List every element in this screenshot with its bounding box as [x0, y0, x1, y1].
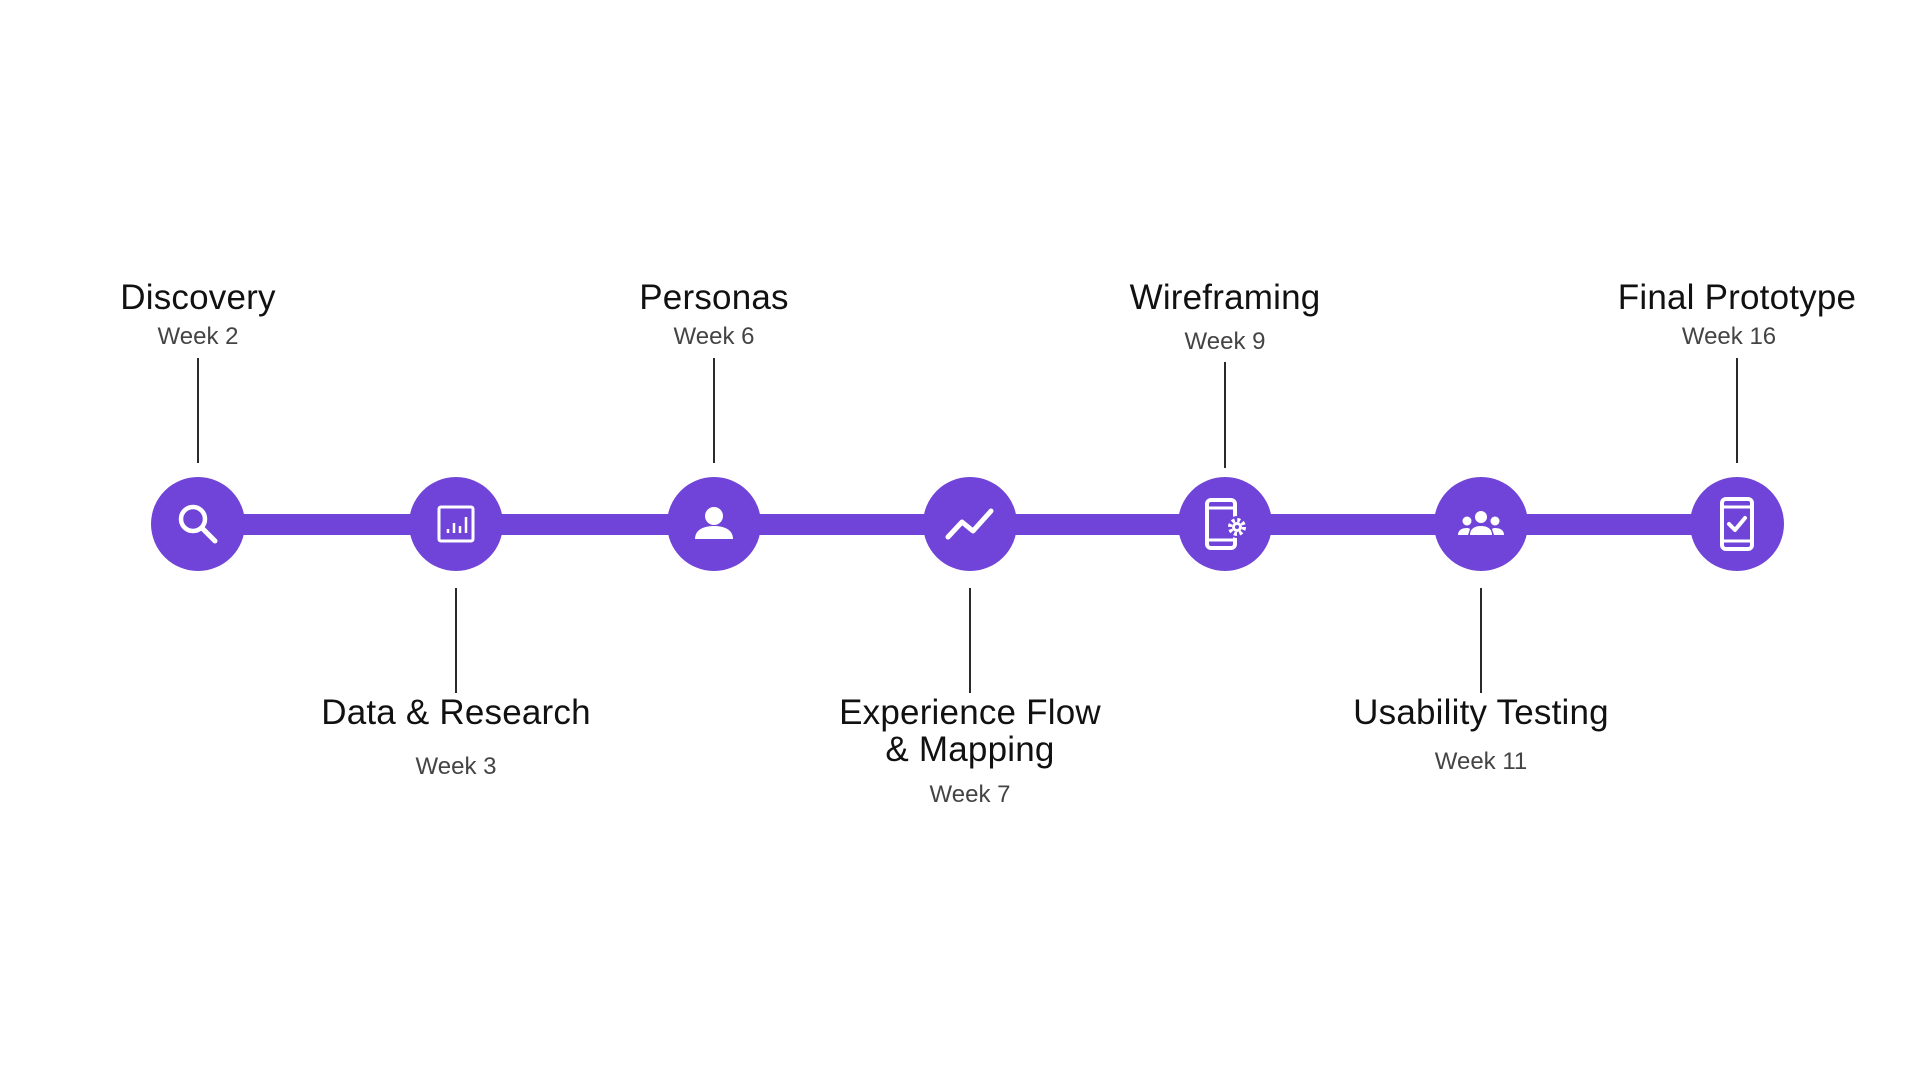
milestone-week: Week 6: [673, 323, 755, 350]
milestone-node-final-prototype: [1690, 477, 1784, 571]
milestone-week: Week 3: [415, 753, 497, 780]
milestone-week: Week 7: [929, 781, 1011, 808]
connector-line: [1736, 358, 1738, 463]
milestone-title: Wireframing: [1129, 278, 1321, 317]
group-icon: [1458, 511, 1504, 535]
connector-line: [713, 358, 715, 463]
connector-line: [1480, 588, 1482, 693]
milestone-week: Week 2: [157, 323, 239, 350]
milestone-node-usability-testing: [1434, 477, 1528, 571]
milestone-week: Week 9: [1184, 328, 1266, 355]
milestone-node-wireframing: [1178, 477, 1272, 571]
connector-line: [197, 358, 199, 463]
connector-line: [455, 588, 457, 693]
bar-chart-icon: [437, 505, 475, 543]
milestone-title: Personas: [639, 278, 789, 317]
milestone-week: Week 16: [1681, 323, 1777, 350]
connector-line: [969, 588, 971, 693]
milestone-title: Experience Flow & Mapping: [839, 693, 1101, 769]
milestone-node-experience-flow: [923, 477, 1017, 571]
phone-check-icon: [1720, 497, 1754, 551]
phone-settings-icon: [1205, 498, 1248, 550]
milestone-week: Week 11: [1434, 748, 1528, 775]
milestone-node-data-research: [409, 477, 503, 571]
person-icon: [695, 507, 733, 539]
search-icon: [178, 504, 218, 544]
milestone-node-discovery: [151, 477, 245, 571]
connector-line: [1224, 362, 1226, 468]
milestone-node-personas: [667, 477, 761, 571]
milestone-title: Final Prototype: [1617, 278, 1857, 317]
milestone-title: Discovery: [120, 278, 276, 317]
trending-line-icon: [945, 508, 994, 540]
milestone-title: Data & Research: [321, 693, 591, 732]
milestone-title: Usability Testing: [1353, 693, 1609, 732]
